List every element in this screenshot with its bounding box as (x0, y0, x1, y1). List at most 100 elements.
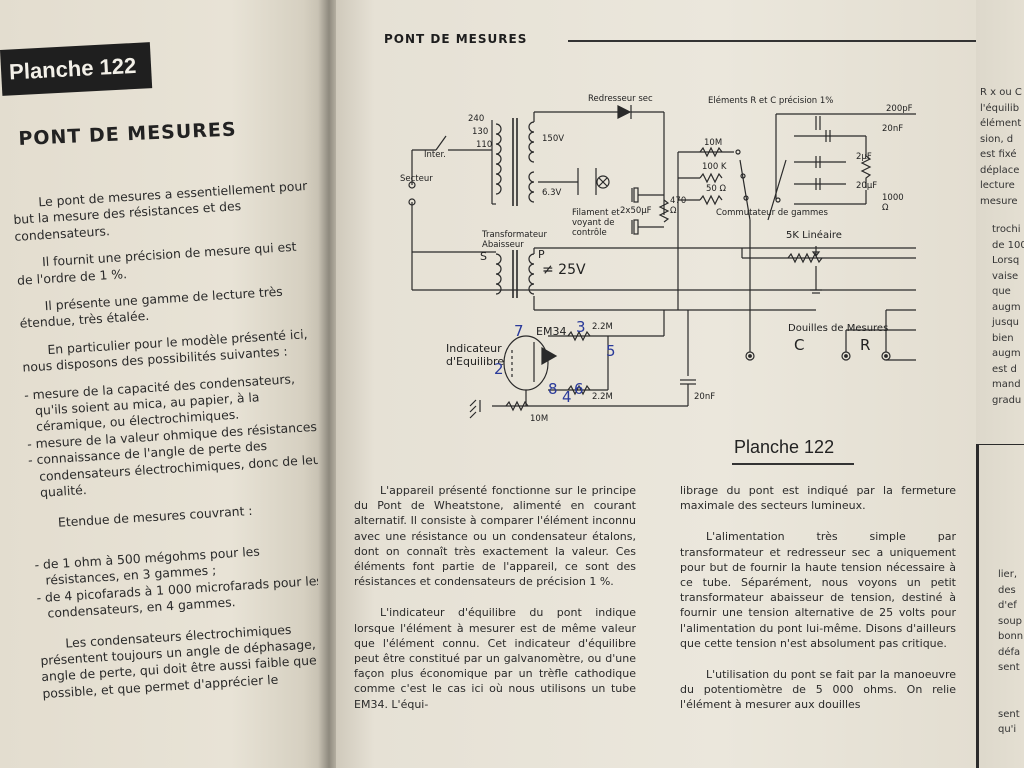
edge-line: défa (998, 646, 1021, 658)
label-s: S (480, 250, 487, 263)
label-c2u: 2μF (856, 152, 872, 162)
col1-paragraph: L'indicateur d'équilibre du pont indique… (354, 606, 636, 711)
edge-line: lecture (980, 180, 1015, 191)
label-150v: 150V (542, 134, 565, 144)
pin-mark: 5 (606, 342, 616, 360)
header-rule (568, 40, 976, 42)
edge-line: d'ef (998, 600, 1017, 611)
edge-line: sent (998, 708, 1020, 720)
col2-paragraph: librage du pont est indiqué par la ferme… (680, 484, 956, 513)
label-r50: 50 Ω (706, 184, 727, 194)
edge-line: jusqu (992, 317, 1020, 328)
label-p: P (538, 248, 545, 261)
col1-paragraph: L'appareil présenté fonctionne sur le pr… (354, 484, 636, 589)
right-page: PONT DE MESURES (336, 0, 976, 768)
left-paragraph: En particulier pour le modèle présenté i… (22, 326, 308, 375)
edge-line: mesure (980, 195, 1018, 207)
label-c-terminal: C (794, 336, 805, 354)
schematic-drawing (408, 105, 916, 419)
pin-mark: 7 (514, 322, 524, 340)
edge-line: sent (998, 662, 1020, 673)
label-r-terminal: R (860, 336, 871, 354)
pin-mark: 2 (494, 360, 504, 378)
edge-line: bien (992, 332, 1014, 344)
pin-mark: 6 (574, 380, 584, 398)
edge-line: trochi (992, 224, 1021, 235)
running-header: PONT DE MESURES (384, 32, 528, 46)
label-redresseur: Redresseur sec (588, 94, 653, 104)
label-2x50: 2x50μF (620, 206, 652, 216)
edge-line: soup (998, 615, 1023, 627)
left-paragraph: Le pont de mesures a essentiellement pou… (13, 177, 308, 244)
text-column-2: librage du pont est indiqué par la ferme… (680, 483, 956, 729)
edge-line: Lorsq (992, 255, 1020, 266)
edge-line: mand (992, 379, 1021, 390)
label-20n-bot: 20nF (694, 392, 716, 402)
label-r1000: 1000 Ω (882, 193, 904, 213)
edge-line: que (992, 286, 1011, 297)
label-63v: 6.3V (542, 188, 562, 198)
label-r470: 470 Ω (670, 196, 687, 216)
edge-line: sion, d (980, 133, 1014, 145)
label-secteur: Secteur (400, 174, 433, 184)
edge-line: R x ou C (980, 87, 1022, 98)
col2-paragraph: L'utilisation du pont se fait par la man… (680, 668, 956, 712)
label-25v: ≠ 25V (542, 262, 586, 278)
edge-line (998, 676, 1024, 692)
label-commutateur: Commutateur de gammes (716, 208, 828, 218)
circuit-schematic: Redresseur sec Eléments R et C précision… (396, 80, 916, 425)
edge-line: augm (992, 301, 1021, 313)
label-lineaire: 5K Linéaire (786, 230, 842, 241)
pin-mark: 8 (548, 380, 558, 398)
edge-text-bottom: lier, des d'ef soup bonn défa sent sent qu'i (998, 567, 1024, 738)
edge-line: élément (980, 118, 1022, 129)
label-c20u: 20μF (856, 181, 878, 191)
left-paragraph: Il présente une gamme de lecture très ét… (19, 283, 284, 332)
label-indicateur: Indicateur d'Equilibre (446, 342, 505, 368)
edge-line: vaise (992, 270, 1019, 282)
edge-line: gradu (992, 394, 1022, 406)
text-column-1: L'appareil présenté fonctionne sur le pr… (354, 483, 636, 728)
label-c20n-top: 20nF (882, 124, 904, 134)
edge-line: augm (992, 348, 1021, 359)
label-10m-bot: 10M (530, 414, 549, 424)
label-r100k: 100 K (702, 162, 727, 172)
left-page: Planche 122 PONT DE MESURES Le pont de m… (0, 0, 330, 768)
left-page-body: Le pont de mesures a essentiellement pou… (12, 178, 330, 714)
edge-text-top: R x ou C l'équilib élément sion, d est fixé d… (980, 85, 1024, 209)
edge-line: bonn (998, 631, 1024, 642)
label-douilles: Douilles de Mesures (788, 323, 889, 334)
label-r10m: 10M (704, 138, 723, 148)
plate-title-rule (732, 463, 854, 465)
edge-line: est fixé (980, 149, 1017, 160)
label-filament: Filament et voyant de contrôle (572, 208, 620, 238)
edge-line: qu'i (998, 724, 1017, 735)
edge-line (998, 691, 1024, 707)
edge-line: l'équilib (980, 102, 1020, 114)
left-page-title: PONT DE MESURES (18, 118, 237, 150)
pin-mark: 4 (562, 388, 572, 406)
label-em34: EM34 (536, 325, 567, 338)
label-inter: Inter. (424, 150, 446, 160)
label-tap-240: 240 (468, 114, 485, 124)
label-22m-bot: 2.2M (592, 392, 613, 402)
plate-tab: Planche 122 (0, 42, 153, 96)
label-tap-130: 130 (472, 127, 489, 137)
edge-line: lier, (998, 569, 1017, 580)
edge-line: de 100 (992, 239, 1024, 251)
next-page-edge: R x ou C l'équilib élément sion, d est fixé d… (976, 0, 1024, 768)
label-transfo: Transformateur Abaisseur (482, 230, 547, 250)
pin-mark: 3 (576, 318, 586, 336)
left-paragraph: Il fournit une précision de mesure qui e… (16, 238, 297, 288)
edge-line: des (998, 584, 1016, 596)
book-gutter (318, 0, 340, 768)
label-22m-top: 2.2M (592, 322, 613, 332)
edge-line: est d (992, 363, 1017, 375)
label-elements: Eléments R et C précision 1% (708, 96, 834, 106)
label-tap-110: 110 (476, 140, 493, 150)
edge-line: déplace (980, 164, 1020, 176)
edge-box-rule (976, 444, 1024, 768)
label-c200: 200pF (886, 104, 913, 114)
plate-title: Planche 122 (734, 437, 835, 457)
